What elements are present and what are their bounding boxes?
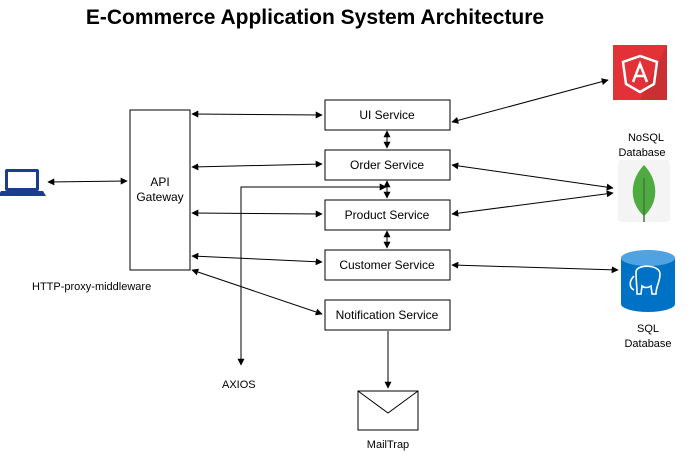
edge-product-nosql — [451, 190, 614, 217]
customer-service-label: Customer Service — [339, 258, 435, 272]
angular-logo-icon — [613, 45, 667, 100]
customer-service-node: Customer Service — [324, 249, 451, 281]
edge-order-nosql — [451, 162, 614, 191]
edge-gateway-notification — [191, 268, 323, 316]
laptop-icon — [0, 169, 46, 196]
order-service-label: Order Service — [350, 158, 424, 172]
api-gateway-node: API Gateway — [129, 109, 191, 271]
api-gateway-label-line1: API — [150, 175, 169, 189]
edge-axios-bus — [237, 183, 387, 366]
nosql-label-line1: NoSQL — [628, 132, 664, 144]
axios-label: AXIOS — [222, 379, 256, 391]
diagram-title: E-Commerce Application System Architectu… — [85, 6, 545, 29]
postgresql-elephant-icon — [621, 250, 675, 312]
notification-service-node: Notification Service — [324, 299, 451, 331]
api-gateway-label-line2: Gateway — [136, 190, 183, 204]
envelope-icon — [357, 390, 419, 431]
sql-label-line1: SQL — [637, 323, 659, 335]
edge-gateway-ui — [191, 110, 323, 119]
edge-ui-angular — [451, 78, 609, 124]
edge-gateway-product — [191, 209, 323, 218]
edge-customer-sql — [451, 261, 619, 274]
ui-service-label: UI Service — [359, 108, 415, 122]
product-service-label: Product Service — [345, 208, 430, 222]
edge-client-gateway — [47, 177, 128, 186]
ui-service-node: UI Service — [324, 99, 451, 131]
mongodb-leaf-icon — [618, 160, 670, 222]
connectors — [47, 78, 619, 389]
sql-label-line2: Database — [624, 338, 671, 350]
edge-gateway-order — [191, 160, 323, 171]
http-proxy-middleware-label: HTTP-proxy-middleware — [32, 281, 151, 293]
nosql-label-line2: Database — [618, 147, 665, 159]
notification-service-label: Notification Service — [336, 308, 439, 322]
mailtrap-label: MailTrap — [367, 439, 409, 451]
order-service-node: Order Service — [324, 149, 451, 181]
edge-gateway-customer — [191, 252, 323, 266]
product-service-node: Product Service — [324, 199, 451, 231]
